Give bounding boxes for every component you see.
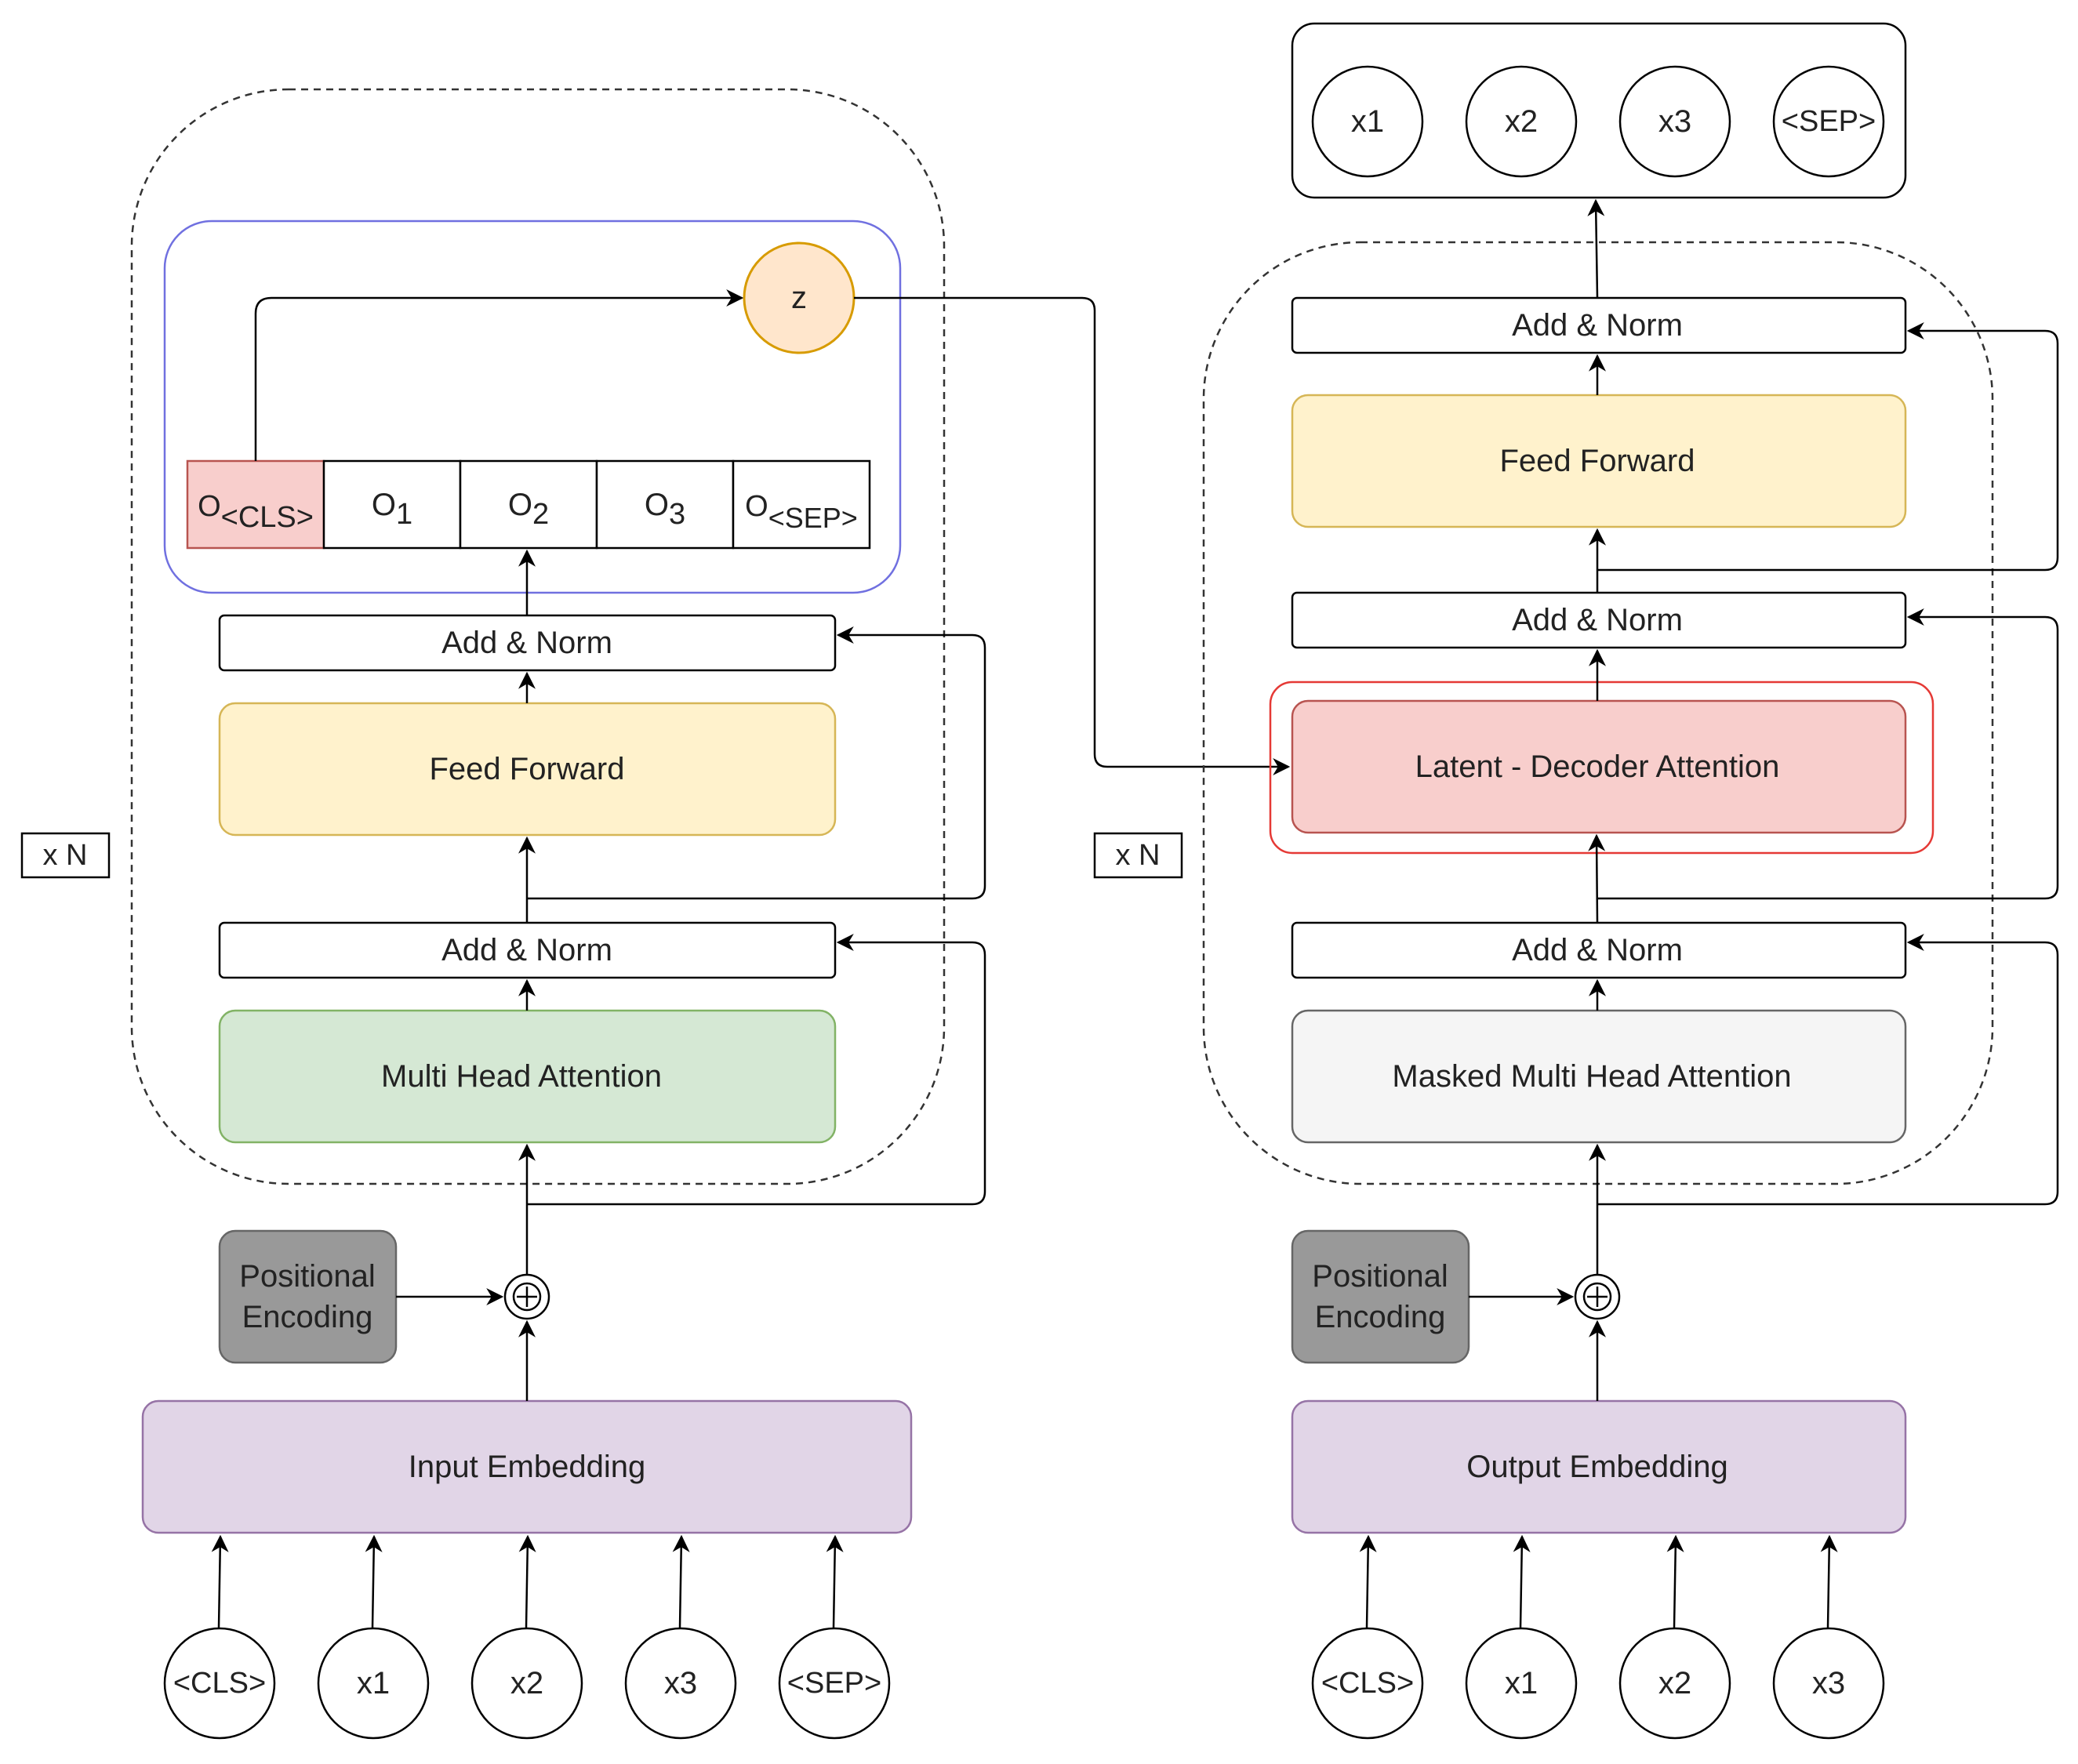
decoder-masked-attention-label: Masked Multi Head Attention bbox=[1392, 1059, 1791, 1094]
latent-decoder-attention bbox=[1291, 699, 1907, 834]
output-token-label: x1 bbox=[1351, 104, 1384, 139]
output-token-cell bbox=[322, 459, 462, 550]
encoder-input-tokens: <CLS> x1 x2 x3 <SEP> bbox=[163, 1627, 891, 1740]
encoder-repeat-label: x N bbox=[43, 839, 88, 872]
decoder-input-token-node bbox=[1311, 1627, 1424, 1740]
output-token-label: O1 bbox=[372, 488, 412, 531]
decoder-repeat-box bbox=[1093, 832, 1183, 879]
output-token-cell bbox=[459, 459, 598, 550]
z-to-latent-attention-arrow bbox=[854, 296, 1291, 775]
output-token-cell bbox=[595, 459, 735, 550]
output-token-node bbox=[1465, 65, 1578, 178]
output-token-label: <SEP> bbox=[1782, 105, 1876, 138]
cls-to-z-arrow bbox=[254, 289, 744, 461]
encoder-output-group bbox=[163, 220, 902, 594]
decoder-feed-forward-label: Feed Forward bbox=[1500, 444, 1695, 478]
encoder-output-tokens: O<CLS> O1 O2 O3 O<SEP> bbox=[186, 459, 871, 550]
latent-attention-highlight bbox=[1269, 681, 1935, 855]
output-token-label: O<CLS> bbox=[198, 490, 314, 534]
decoder-add-norm-middle bbox=[1291, 591, 1907, 649]
encoder-flow-arrows bbox=[396, 549, 986, 1401]
decoder-repeat-label: x N bbox=[1116, 839, 1161, 872]
decoder-add-norm-top-label: Add & Norm bbox=[1512, 308, 1683, 343]
output-token-label: O2 bbox=[508, 488, 549, 531]
output-token-label: O<SEP> bbox=[745, 490, 858, 534]
decoder-input-token-label: x1 bbox=[1505, 1666, 1538, 1700]
decoder-input-token-label: x3 bbox=[1812, 1666, 1845, 1700]
decoder-input-token-node bbox=[1465, 1627, 1578, 1740]
input-token-label: x1 bbox=[357, 1666, 390, 1700]
encoder-add-norm-bottom-label: Add & Norm bbox=[441, 933, 612, 967]
output-token-node bbox=[1618, 65, 1731, 178]
input-token-label: <CLS> bbox=[173, 1667, 266, 1700]
decoder-add-norm-middle-label: Add & Norm bbox=[1512, 603, 1683, 637]
decoder-input-token-node bbox=[1618, 1627, 1731, 1740]
encoder-positional-encoding bbox=[218, 1229, 398, 1364]
output-token-cell bbox=[732, 459, 871, 550]
input-embedding-label: Input Embedding bbox=[409, 1450, 645, 1484]
output-embedding bbox=[1291, 1399, 1907, 1534]
decoder-flow-arrows bbox=[1469, 198, 2059, 1401]
encoder-attention-label: Multi Head Attention bbox=[381, 1059, 662, 1094]
input-token-node bbox=[317, 1627, 430, 1740]
decoder-input-token-label: x2 bbox=[1658, 1666, 1691, 1700]
input-token-label: x2 bbox=[510, 1666, 543, 1700]
output-token-label: x2 bbox=[1505, 104, 1538, 139]
decoder-add-norm-bottom-label: Add & Norm bbox=[1512, 933, 1683, 967]
latent-z-label: z bbox=[791, 281, 807, 315]
decoder-input-token-node bbox=[1772, 1627, 1885, 1740]
encoder: z O<CLS> O1 O2 O3 O<SEP> Add & Norm Feed… bbox=[20, 88, 986, 1740]
decoder-input-tokens: <CLS> x1 x2 x3 bbox=[1311, 1627, 1885, 1740]
input-token-node bbox=[163, 1627, 276, 1740]
input-token-node bbox=[624, 1627, 737, 1740]
output-token-label: O3 bbox=[645, 488, 685, 531]
encoder-add-norm-top-label: Add & Norm bbox=[441, 626, 612, 660]
encoder-stack-outline bbox=[130, 88, 946, 1185]
encoder-repeat-box bbox=[20, 832, 111, 879]
output-token-label: x3 bbox=[1658, 104, 1691, 139]
decoder-add-norm-top bbox=[1291, 296, 1907, 354]
encoder-input-arrows bbox=[211, 1534, 844, 1628]
decoder: x1 x2 x3 <SEP> Add & Norm Feed Forward A… bbox=[1093, 22, 2059, 1740]
decoder-input-arrows bbox=[1359, 1534, 1838, 1628]
latent-decoder-attention-label: Latent - Decoder Attention bbox=[1415, 750, 1780, 784]
decoder-masked-attention bbox=[1291, 1009, 1907, 1144]
decoder-feed-forward bbox=[1291, 394, 1907, 528]
output-token-node bbox=[1772, 65, 1885, 178]
decoder-output-box bbox=[1291, 22, 1907, 199]
output-embedding-label: Output Embedding bbox=[1466, 1450, 1728, 1484]
input-token-node bbox=[778, 1627, 891, 1740]
decoder-input-token-label: <CLS> bbox=[1321, 1667, 1414, 1700]
output-token-node bbox=[1311, 65, 1424, 178]
output-token-cell bbox=[186, 459, 325, 550]
input-token-node bbox=[470, 1627, 583, 1740]
encoder-feed-forward-label: Feed Forward bbox=[430, 752, 625, 786]
input-token-label: x3 bbox=[664, 1666, 697, 1700]
input-token-label: <SEP> bbox=[787, 1667, 881, 1700]
decoder-add-operator-inner-icon bbox=[1582, 1282, 1612, 1312]
decoder-add-norm-bottom bbox=[1291, 921, 1907, 979]
decoder-positional-encoding bbox=[1291, 1229, 1470, 1364]
encoder-add-operator-inner-icon bbox=[512, 1282, 542, 1312]
